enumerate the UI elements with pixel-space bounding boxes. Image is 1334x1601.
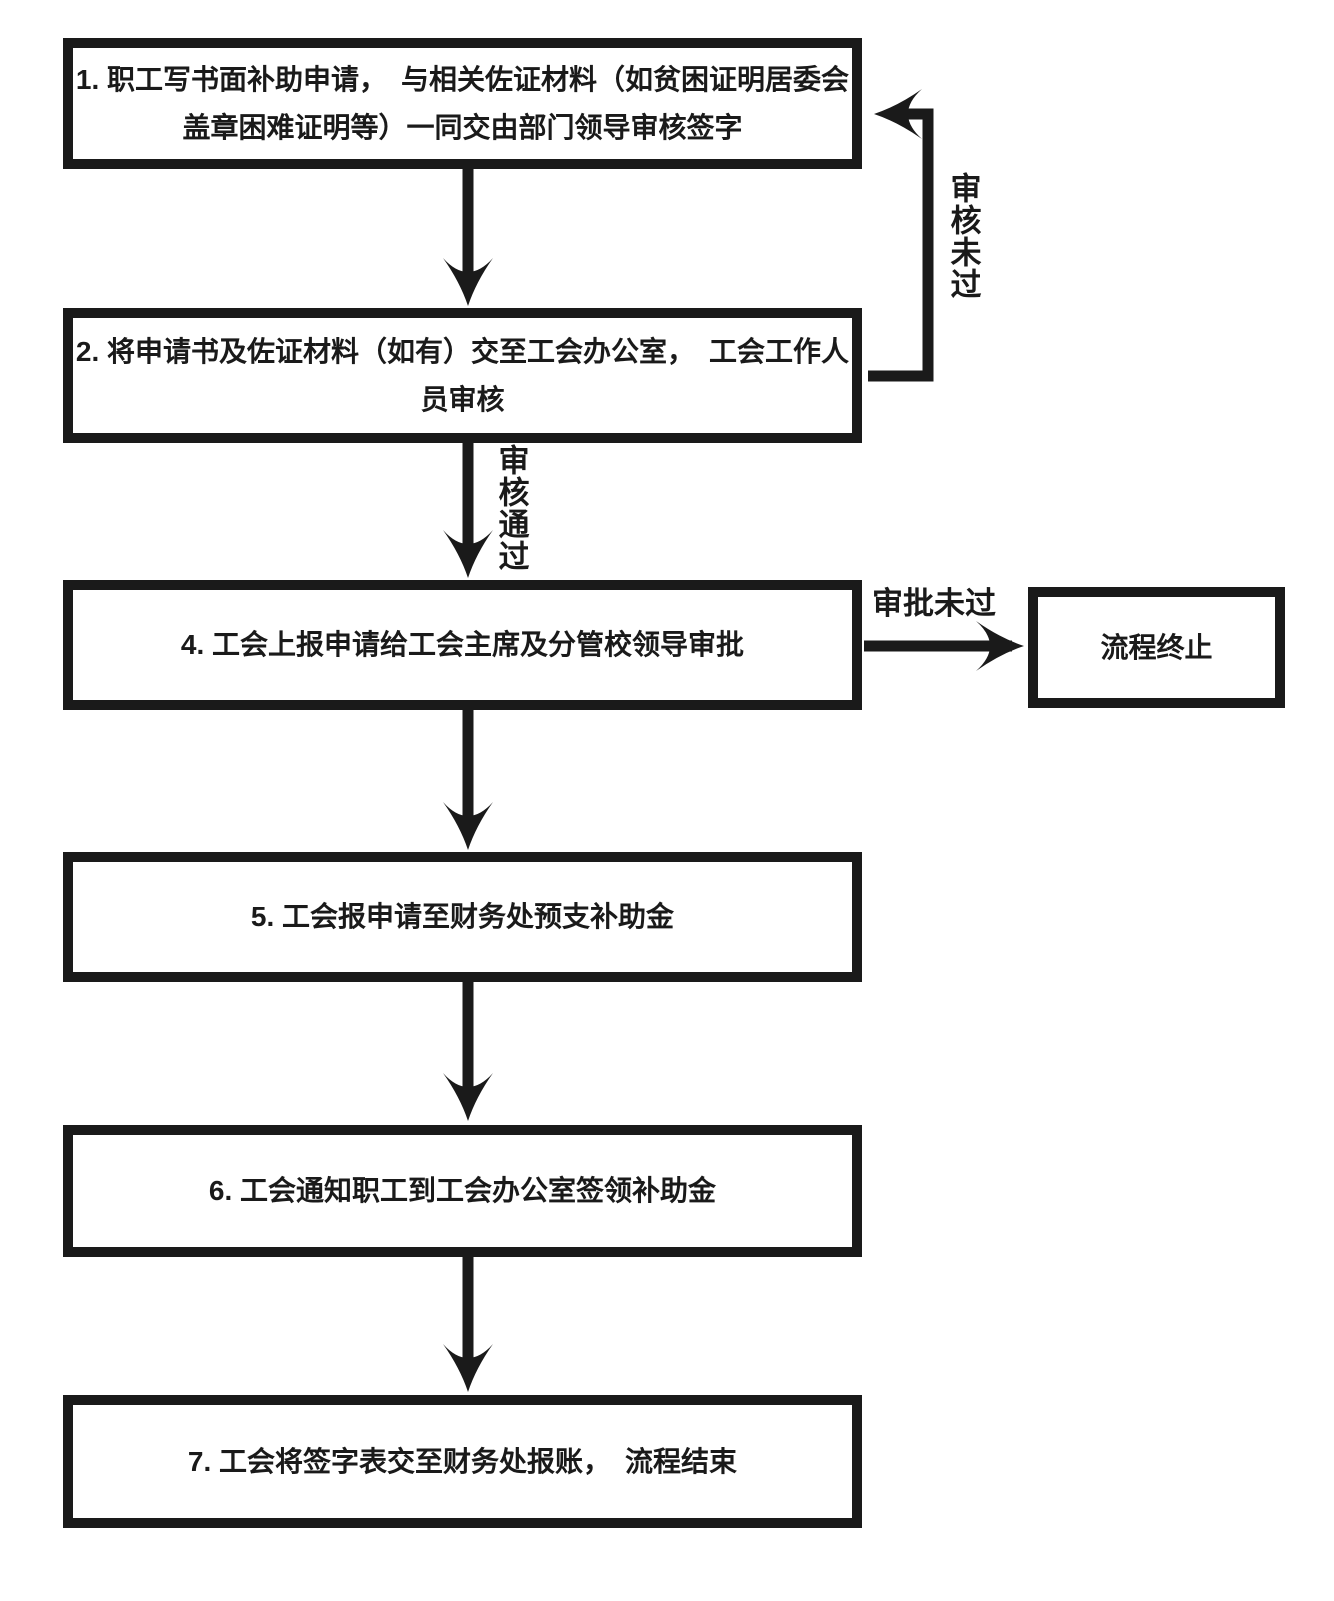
flow-step-4-box: 4. 工会上报申请给工会主席及分管校领导审批 — [63, 580, 862, 710]
flow-terminate-label: 流程终止 — [1100, 631, 1213, 663]
edge-label-review-failed: 审核未过 — [945, 172, 981, 300]
flow-step-4-label: 4. 工会上报申请给工会主席及分管校领导审批 — [180, 629, 745, 661]
flow-step-2-label: 2. 将申请书及佐证材料（如有）交至工会办公室， 工会工作人员审核 — [75, 335, 850, 415]
arrowhead-step4-step5 — [443, 802, 493, 850]
arrowhead-step1-step2 — [443, 258, 493, 306]
arrow-step2-step1-feedback-shaft — [868, 108, 934, 382]
arrowhead-step2-step4 — [443, 530, 493, 578]
flow-step-7-box: 7. 工会将签字表交至财务处报账， 流程结束 — [63, 1395, 862, 1528]
flow-step-6-label: 6. 工会通知职工到工会办公室签领补助金 — [208, 1175, 717, 1207]
flow-step-2-box: 2. 将申请书及佐证材料（如有）交至工会办公室， 工会工作人员审核 — [63, 308, 862, 443]
flow-step-1-label: 1. 职工写书面补助申请， 与相关佐证材料（如贫困证明居委会盖章困难证明等）一同… — [75, 63, 850, 143]
flow-terminate-box: 流程终止 — [1028, 587, 1285, 708]
arrowhead-step4-terminate — [976, 621, 1024, 671]
flow-step-1-box: 1. 职工写书面补助申请， 与相关佐证材料（如贫困证明居委会盖章困难证明等）一同… — [63, 38, 862, 169]
edge-label-review-passed: 审核通过 — [493, 444, 529, 572]
flow-step-5-box: 5. 工会报申请至财务处预支补助金 — [63, 852, 862, 982]
edge-label-approval-failed: 审批未过 — [872, 586, 996, 621]
arrowhead-step2-step1-feedback — [874, 89, 922, 139]
flow-step-6-box: 6. 工会通知职工到工会办公室签领补助金 — [63, 1125, 862, 1257]
flow-step-5-label: 5. 工会报申请至财务处预支补助金 — [250, 901, 675, 933]
arrowhead-step6-step7 — [443, 1344, 493, 1392]
flow-step-7-label: 7. 工会将签字表交至财务处报账， 流程结束 — [187, 1445, 738, 1477]
arrowhead-step5-step6 — [443, 1073, 493, 1121]
